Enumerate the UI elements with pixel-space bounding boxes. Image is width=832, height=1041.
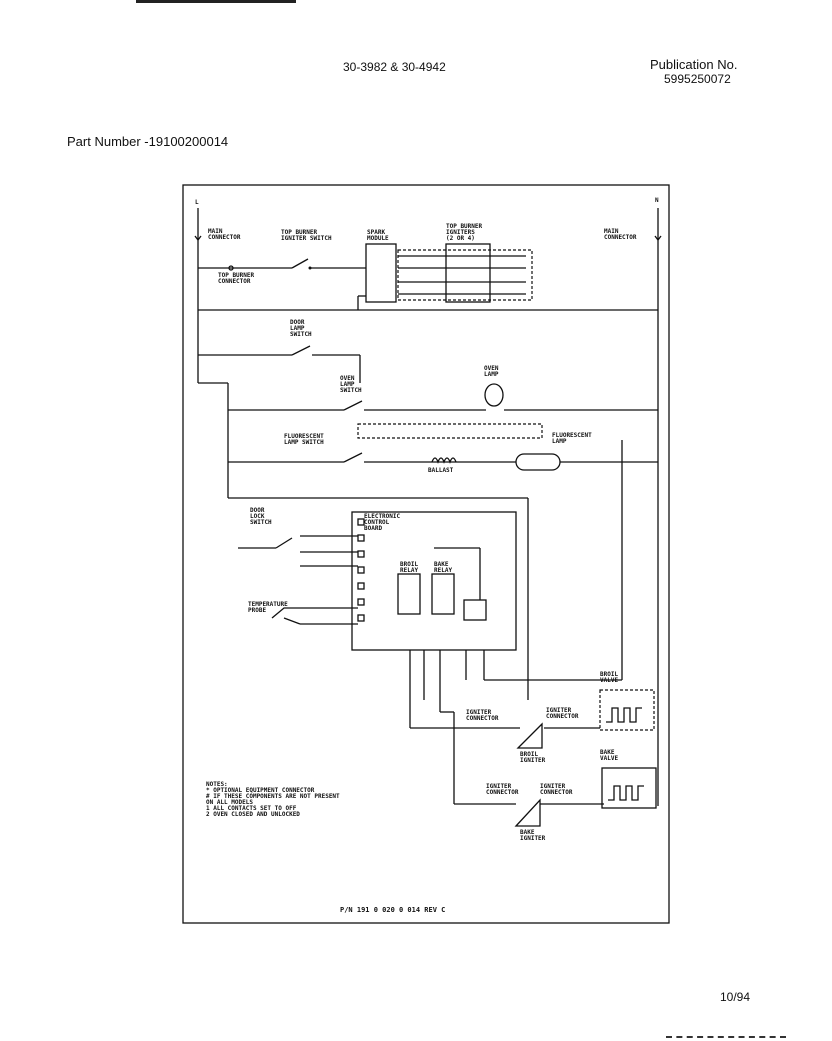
board-transformer <box>463 599 487 621</box>
bottom-edge-marks <box>666 1036 786 1040</box>
top-edge-marks <box>136 0 296 3</box>
notes: NOTES: * OPTIONAL EQUIPMENT CONNECTOR # … <box>206 781 343 818</box>
oven-lamp <box>484 383 504 407</box>
fluorescent-lamp-switch <box>343 452 363 463</box>
broil-valve-coil <box>606 707 642 723</box>
diagram-frame <box>182 184 670 924</box>
main-connector-right-symbol <box>654 235 662 242</box>
bake-valve-coil <box>608 785 644 801</box>
door-lock-switch <box>275 537 293 549</box>
top-burner-igniter-switch <box>291 258 309 269</box>
model-numbers: 30-3982 & 30-4942 <box>343 60 446 74</box>
line-n-label: N <box>655 197 659 204</box>
fluorescent-dashed-link <box>357 423 543 439</box>
electronic-control-board <box>351 511 517 651</box>
ballast-label: BALLAST <box>428 467 454 474</box>
temperature-probe-symbol <box>271 607 301 625</box>
board-terminals <box>357 518 365 622</box>
spark-module <box>365 243 397 303</box>
publication-label: Publication No. <box>650 57 738 72</box>
fluorescent-lamp <box>515 453 561 471</box>
broil-valve <box>599 689 655 731</box>
bake-relay <box>431 573 455 615</box>
page-date: 10/94 <box>720 990 751 1004</box>
bake-igniter <box>514 798 541 827</box>
part-number-revision: P/N 191 0 020 0 014 REV C <box>340 906 445 914</box>
top-burner-igniters-block <box>445 243 491 303</box>
line-l-label: L <box>195 199 199 206</box>
part-number: Part Number -19100200014 <box>67 134 229 149</box>
broil-igniter <box>516 722 543 749</box>
broil-relay <box>397 573 421 615</box>
oven-lamp-switch <box>343 400 363 411</box>
main-connector-left-symbol <box>194 235 202 242</box>
ballast-coil <box>431 457 457 464</box>
top-burner-connector-symbol <box>228 265 234 271</box>
door-lamp-switch <box>291 345 311 356</box>
igniter-harness-dashed <box>397 249 533 301</box>
publication-number: 5995250072 <box>664 72 731 86</box>
bake-valve <box>601 767 657 809</box>
